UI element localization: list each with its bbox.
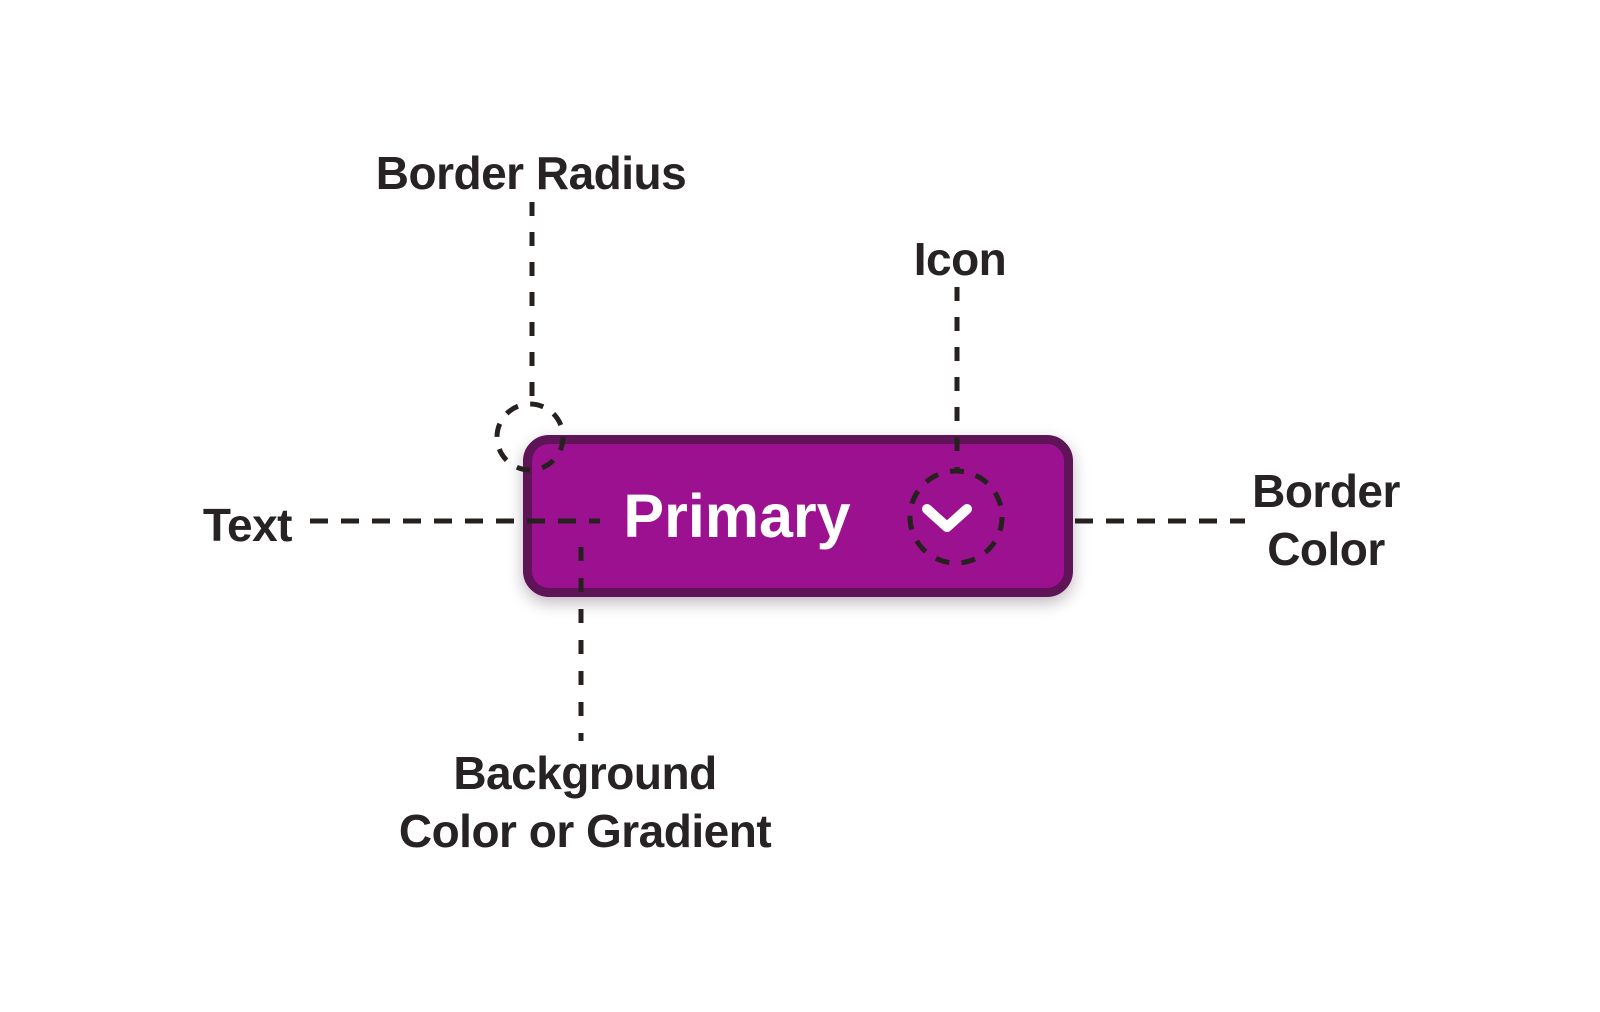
primary-button-label: Primary bbox=[623, 481, 851, 550]
background-color-label-line2: Color or Gradient bbox=[398, 805, 772, 857]
primary-button[interactable]: Primary bbox=[523, 435, 1073, 597]
text-label: Text bbox=[202, 499, 293, 551]
chevron-down-icon bbox=[921, 504, 972, 532]
icon-label: Icon bbox=[913, 233, 1007, 285]
background-color-label: Background Color or Gradient bbox=[398, 744, 772, 860]
border-color-label-line2: Color bbox=[1267, 523, 1385, 575]
border-radius-label: Border Radius bbox=[375, 147, 687, 199]
border-color-label-line1: Border bbox=[1252, 465, 1400, 517]
background-color-label-line1: Background bbox=[453, 747, 717, 799]
border-color-label: Border Color bbox=[1252, 462, 1400, 578]
